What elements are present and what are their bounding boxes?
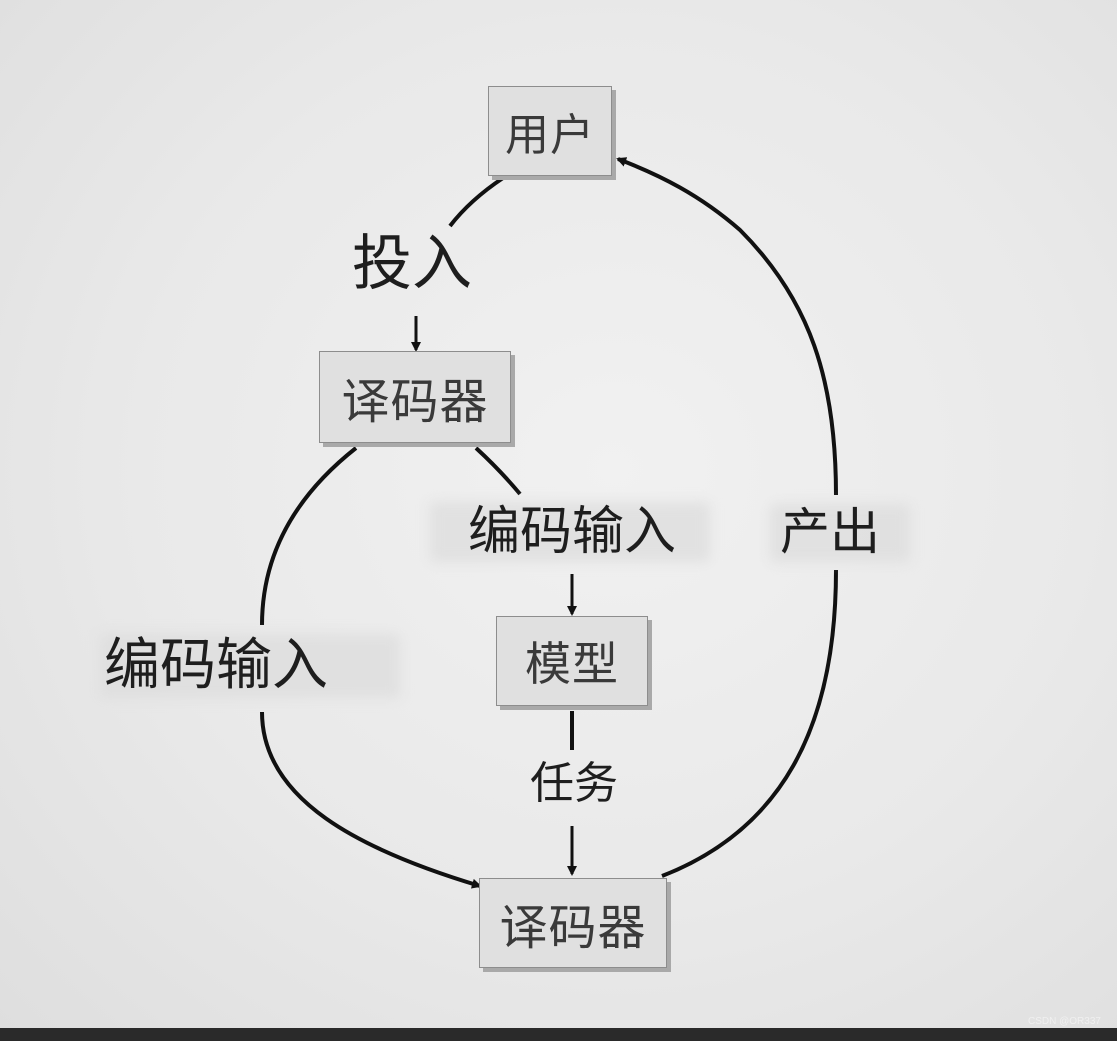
node-decoder-bottom: 译码器 — [479, 878, 667, 968]
label-output: 产出 — [780, 503, 880, 561]
edge-user-to-input-label — [448, 176, 505, 228]
label-output-pad — [770, 504, 910, 562]
label-encoded-input-left: 编码输入 — [104, 633, 328, 698]
watermark-text: CSDN @OR337 — [1028, 1016, 1101, 1027]
edge-decoder-to-encoded-left — [260, 446, 358, 626]
edge-decoder-to-encoded-right — [474, 446, 522, 496]
label-input: 投入 — [352, 229, 472, 299]
label-encoded-left-pad — [100, 634, 400, 698]
node-model: 模型 — [496, 616, 648, 706]
edge-output-to-user — [616, 157, 838, 496]
node-decoder-top: 译码器 — [319, 351, 511, 443]
label-encoded-right-pad — [430, 502, 710, 562]
edge-encoded-left-to-decoder-bottom — [260, 711, 482, 889]
bottom-edge-strip — [0, 1028, 1117, 1041]
label-encoded-input-right: 编码输入 — [468, 502, 677, 562]
node-user: 用户 — [488, 86, 612, 176]
edge-decoder-bottom-to-output — [661, 569, 838, 878]
label-task: 任务 — [530, 758, 618, 809]
